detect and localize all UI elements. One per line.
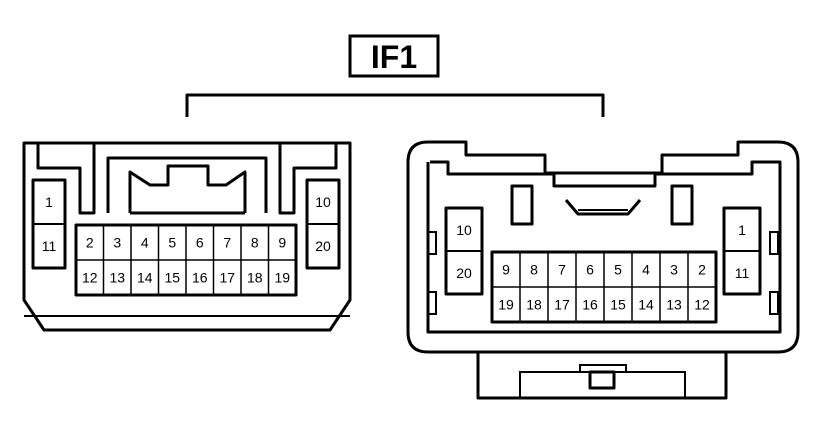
- connector-title: IF1: [348, 34, 440, 78]
- side-pin-label: 10: [456, 222, 472, 238]
- pin-label: 13: [109, 270, 125, 286]
- left-connector-latch-inner: [128, 164, 247, 213]
- right-connector-lock-inner: [519, 371, 686, 398]
- pin-label: 8: [530, 262, 538, 278]
- right-connector-center-notch: [564, 199, 642, 216]
- pin-label: 9: [502, 262, 510, 278]
- pin-label: 13: [666, 297, 682, 313]
- side-pin-label: 11: [42, 238, 57, 254]
- pin-label: 19: [498, 297, 514, 313]
- pin-label: 14: [638, 297, 654, 313]
- right-connector-clip-left-top: [427, 231, 437, 255]
- pin-label: 15: [610, 297, 626, 313]
- right-connector-body: [406, 140, 800, 354]
- pin-label: 19: [274, 270, 290, 286]
- pin-label: 6: [586, 262, 594, 278]
- pin-label: 14: [137, 270, 153, 286]
- left-connector-inner-frame: [36, 143, 338, 215]
- right-connector-lock-button: [588, 370, 616, 390]
- right-connector-key-right: [670, 184, 694, 226]
- pin-label: 15: [164, 270, 180, 286]
- pin-label: 18: [247, 270, 263, 286]
- left-connector-latch: [106, 156, 268, 213]
- side-pin-label: 1: [45, 194, 53, 210]
- left-connector-grid-lines: [76, 225, 296, 295]
- pin-label: 12: [82, 270, 98, 286]
- pin-label: 16: [582, 297, 598, 313]
- side-pin-label: 20: [456, 265, 472, 281]
- pin-label: 7: [558, 262, 566, 278]
- pin-label: 2: [698, 262, 706, 278]
- side-pin-label: 10: [315, 194, 331, 210]
- pin-label: 17: [554, 297, 570, 313]
- pin-label: 4: [141, 235, 149, 251]
- pin-label: 2: [86, 235, 94, 251]
- pair-bracket: [185, 93, 605, 117]
- pin-label: 7: [223, 235, 231, 251]
- left-connector-body: [22, 141, 352, 332]
- right-connector-grid-lines: [492, 252, 716, 322]
- right-connector-clip-right-top: [769, 231, 779, 255]
- right-connector-inner-frame: [426, 160, 782, 334]
- connector-title-text: IF1: [371, 39, 417, 75]
- right-connector-lock-tab: [476, 352, 728, 400]
- pin-label: 5: [614, 262, 622, 278]
- pin-label: 4: [642, 262, 650, 278]
- pin-label: 17: [219, 270, 235, 286]
- right-connector-key-left: [510, 184, 534, 226]
- right-connector-clip-left-bottom: [427, 291, 437, 315]
- pin-label: 5: [168, 235, 176, 251]
- side-pin-label: 1: [738, 222, 746, 238]
- side-pin-label: 20: [315, 238, 331, 254]
- pin-label: 3: [113, 235, 121, 251]
- pin-label: 16: [192, 270, 208, 286]
- pin-label: 6: [196, 235, 204, 251]
- pin-label: 8: [251, 235, 259, 251]
- pin-label: 12: [694, 297, 710, 313]
- right-connector-clip-right-bottom: [769, 291, 779, 315]
- pin-label: 18: [526, 297, 542, 313]
- pin-label: 9: [278, 235, 286, 251]
- side-pin-label: 11: [735, 265, 750, 281]
- pin-label: 3: [670, 262, 678, 278]
